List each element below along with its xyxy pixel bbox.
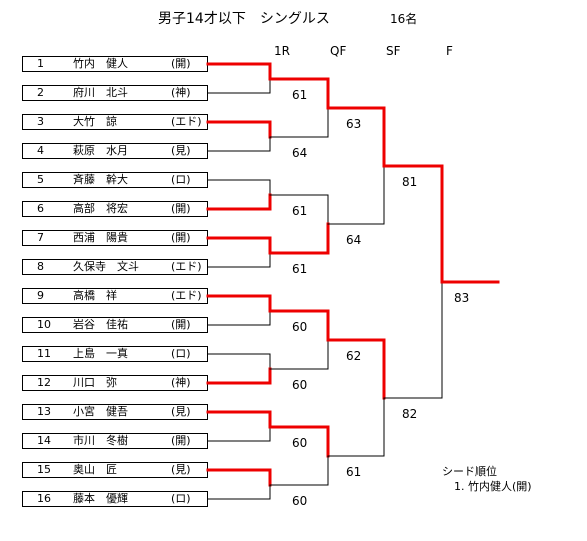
player-name: 西浦 陽貴 bbox=[73, 231, 128, 244]
player-team: (開) bbox=[171, 57, 191, 70]
player-name: 竹内 健人 bbox=[73, 57, 128, 70]
player-seed: 9 bbox=[37, 289, 44, 302]
seed-order: シード順位 1. 竹内健人(開) bbox=[442, 464, 532, 494]
match-score: 61 bbox=[346, 465, 361, 479]
player-box: 4 萩原 水月 (見) bbox=[22, 143, 208, 159]
match-score: 62 bbox=[346, 349, 361, 363]
match-score: 83 bbox=[454, 291, 469, 305]
player-name: 藤本 優輝 bbox=[73, 492, 128, 505]
match-score: 60 bbox=[292, 494, 307, 508]
player-box: 1 竹内 健人 (開) bbox=[22, 56, 208, 72]
player-team: (神) bbox=[171, 86, 191, 99]
player-seed: 13 bbox=[37, 405, 51, 418]
player-name: 久保寺 文斗 bbox=[73, 260, 139, 273]
player-name: 小宮 健吾 bbox=[73, 405, 128, 418]
player-box: 16 藤本 優輝 (ロ) bbox=[22, 491, 208, 507]
player-team: (開) bbox=[171, 202, 191, 215]
player-team: (開) bbox=[171, 434, 191, 447]
round-label-qf: QF bbox=[330, 44, 347, 58]
player-team: (ロ) bbox=[171, 347, 191, 360]
player-name: 府川 北斗 bbox=[73, 86, 128, 99]
player-seed: 14 bbox=[37, 434, 51, 447]
bracket-title: 男子14才以下 シングルス bbox=[158, 11, 330, 27]
player-team: (神) bbox=[171, 376, 191, 389]
player-name: 市川 冬樹 bbox=[73, 434, 128, 447]
seed-order-title: シード順位 bbox=[442, 465, 497, 478]
player-name: 岩谷 佳祐 bbox=[73, 318, 128, 331]
player-box: 10 岩谷 佳祐 (開) bbox=[22, 317, 208, 333]
match-score: 61 bbox=[292, 204, 307, 218]
match-score: 60 bbox=[292, 378, 307, 392]
round-label-1r: 1R bbox=[274, 44, 290, 58]
match-score: 61 bbox=[292, 262, 307, 276]
player-box: 6 高部 将宏 (開) bbox=[22, 201, 208, 217]
player-name: 高部 将宏 bbox=[73, 202, 128, 215]
player-name: 大竹 諒 bbox=[73, 115, 117, 128]
participant-count: 16名 bbox=[390, 12, 418, 26]
player-box: 9 高橋 祥 (エド) bbox=[22, 288, 208, 304]
match-score: 63 bbox=[346, 117, 361, 131]
player-team: (エド) bbox=[171, 289, 202, 302]
match-score: 64 bbox=[346, 233, 361, 247]
player-team: (見) bbox=[171, 463, 191, 476]
player-seed: 5 bbox=[37, 173, 44, 186]
match-score: 81 bbox=[402, 175, 417, 189]
player-team: (見) bbox=[171, 405, 191, 418]
player-name: 高橋 祥 bbox=[73, 289, 117, 302]
player-name: 萩原 水月 bbox=[73, 144, 128, 157]
player-team: (エド) bbox=[171, 115, 202, 128]
player-seed: 8 bbox=[37, 260, 44, 273]
match-score: 64 bbox=[292, 146, 307, 160]
player-seed: 11 bbox=[37, 347, 51, 360]
player-box: 12 川口 弥 (神) bbox=[22, 375, 208, 391]
match-score: 60 bbox=[292, 436, 307, 450]
player-name: 奥山 匠 bbox=[73, 463, 117, 476]
player-box: 7 西浦 陽貴 (開) bbox=[22, 230, 208, 246]
player-seed: 1 bbox=[37, 57, 44, 70]
player-seed: 7 bbox=[37, 231, 44, 244]
player-box: 5 斉藤 幹大 (ロ) bbox=[22, 172, 208, 188]
player-box: 3 大竹 諒 (エド) bbox=[22, 114, 208, 130]
player-seed: 4 bbox=[37, 144, 44, 157]
player-team: (開) bbox=[171, 318, 191, 331]
player-seed: 16 bbox=[37, 492, 51, 505]
player-seed: 10 bbox=[37, 318, 51, 331]
player-team: (エド) bbox=[171, 260, 202, 273]
match-score: 61 bbox=[292, 88, 307, 102]
seed-order-entry: 1. 竹内健人(開) bbox=[454, 480, 532, 493]
player-name: 上島 一真 bbox=[73, 347, 128, 360]
match-score: 82 bbox=[402, 407, 417, 421]
player-box: 15 奥山 匠 (見) bbox=[22, 462, 208, 478]
player-seed: 6 bbox=[37, 202, 44, 215]
player-box: 14 市川 冬樹 (開) bbox=[22, 433, 208, 449]
player-box: 8 久保寺 文斗 (エド) bbox=[22, 259, 208, 275]
round-label-f: F bbox=[446, 44, 453, 58]
player-team: (見) bbox=[171, 144, 191, 157]
player-seed: 2 bbox=[37, 86, 44, 99]
player-team: (開) bbox=[171, 231, 191, 244]
round-label-sf: SF bbox=[386, 44, 401, 58]
player-name: 斉藤 幹大 bbox=[73, 173, 128, 186]
player-team: (ロ) bbox=[171, 492, 191, 505]
player-box: 11 上島 一真 (ロ) bbox=[22, 346, 208, 362]
player-name: 川口 弥 bbox=[73, 376, 117, 389]
player-seed: 12 bbox=[37, 376, 51, 389]
player-team: (ロ) bbox=[171, 173, 191, 186]
player-seed: 15 bbox=[37, 463, 51, 476]
player-seed: 3 bbox=[37, 115, 44, 128]
match-score: 60 bbox=[292, 320, 307, 334]
